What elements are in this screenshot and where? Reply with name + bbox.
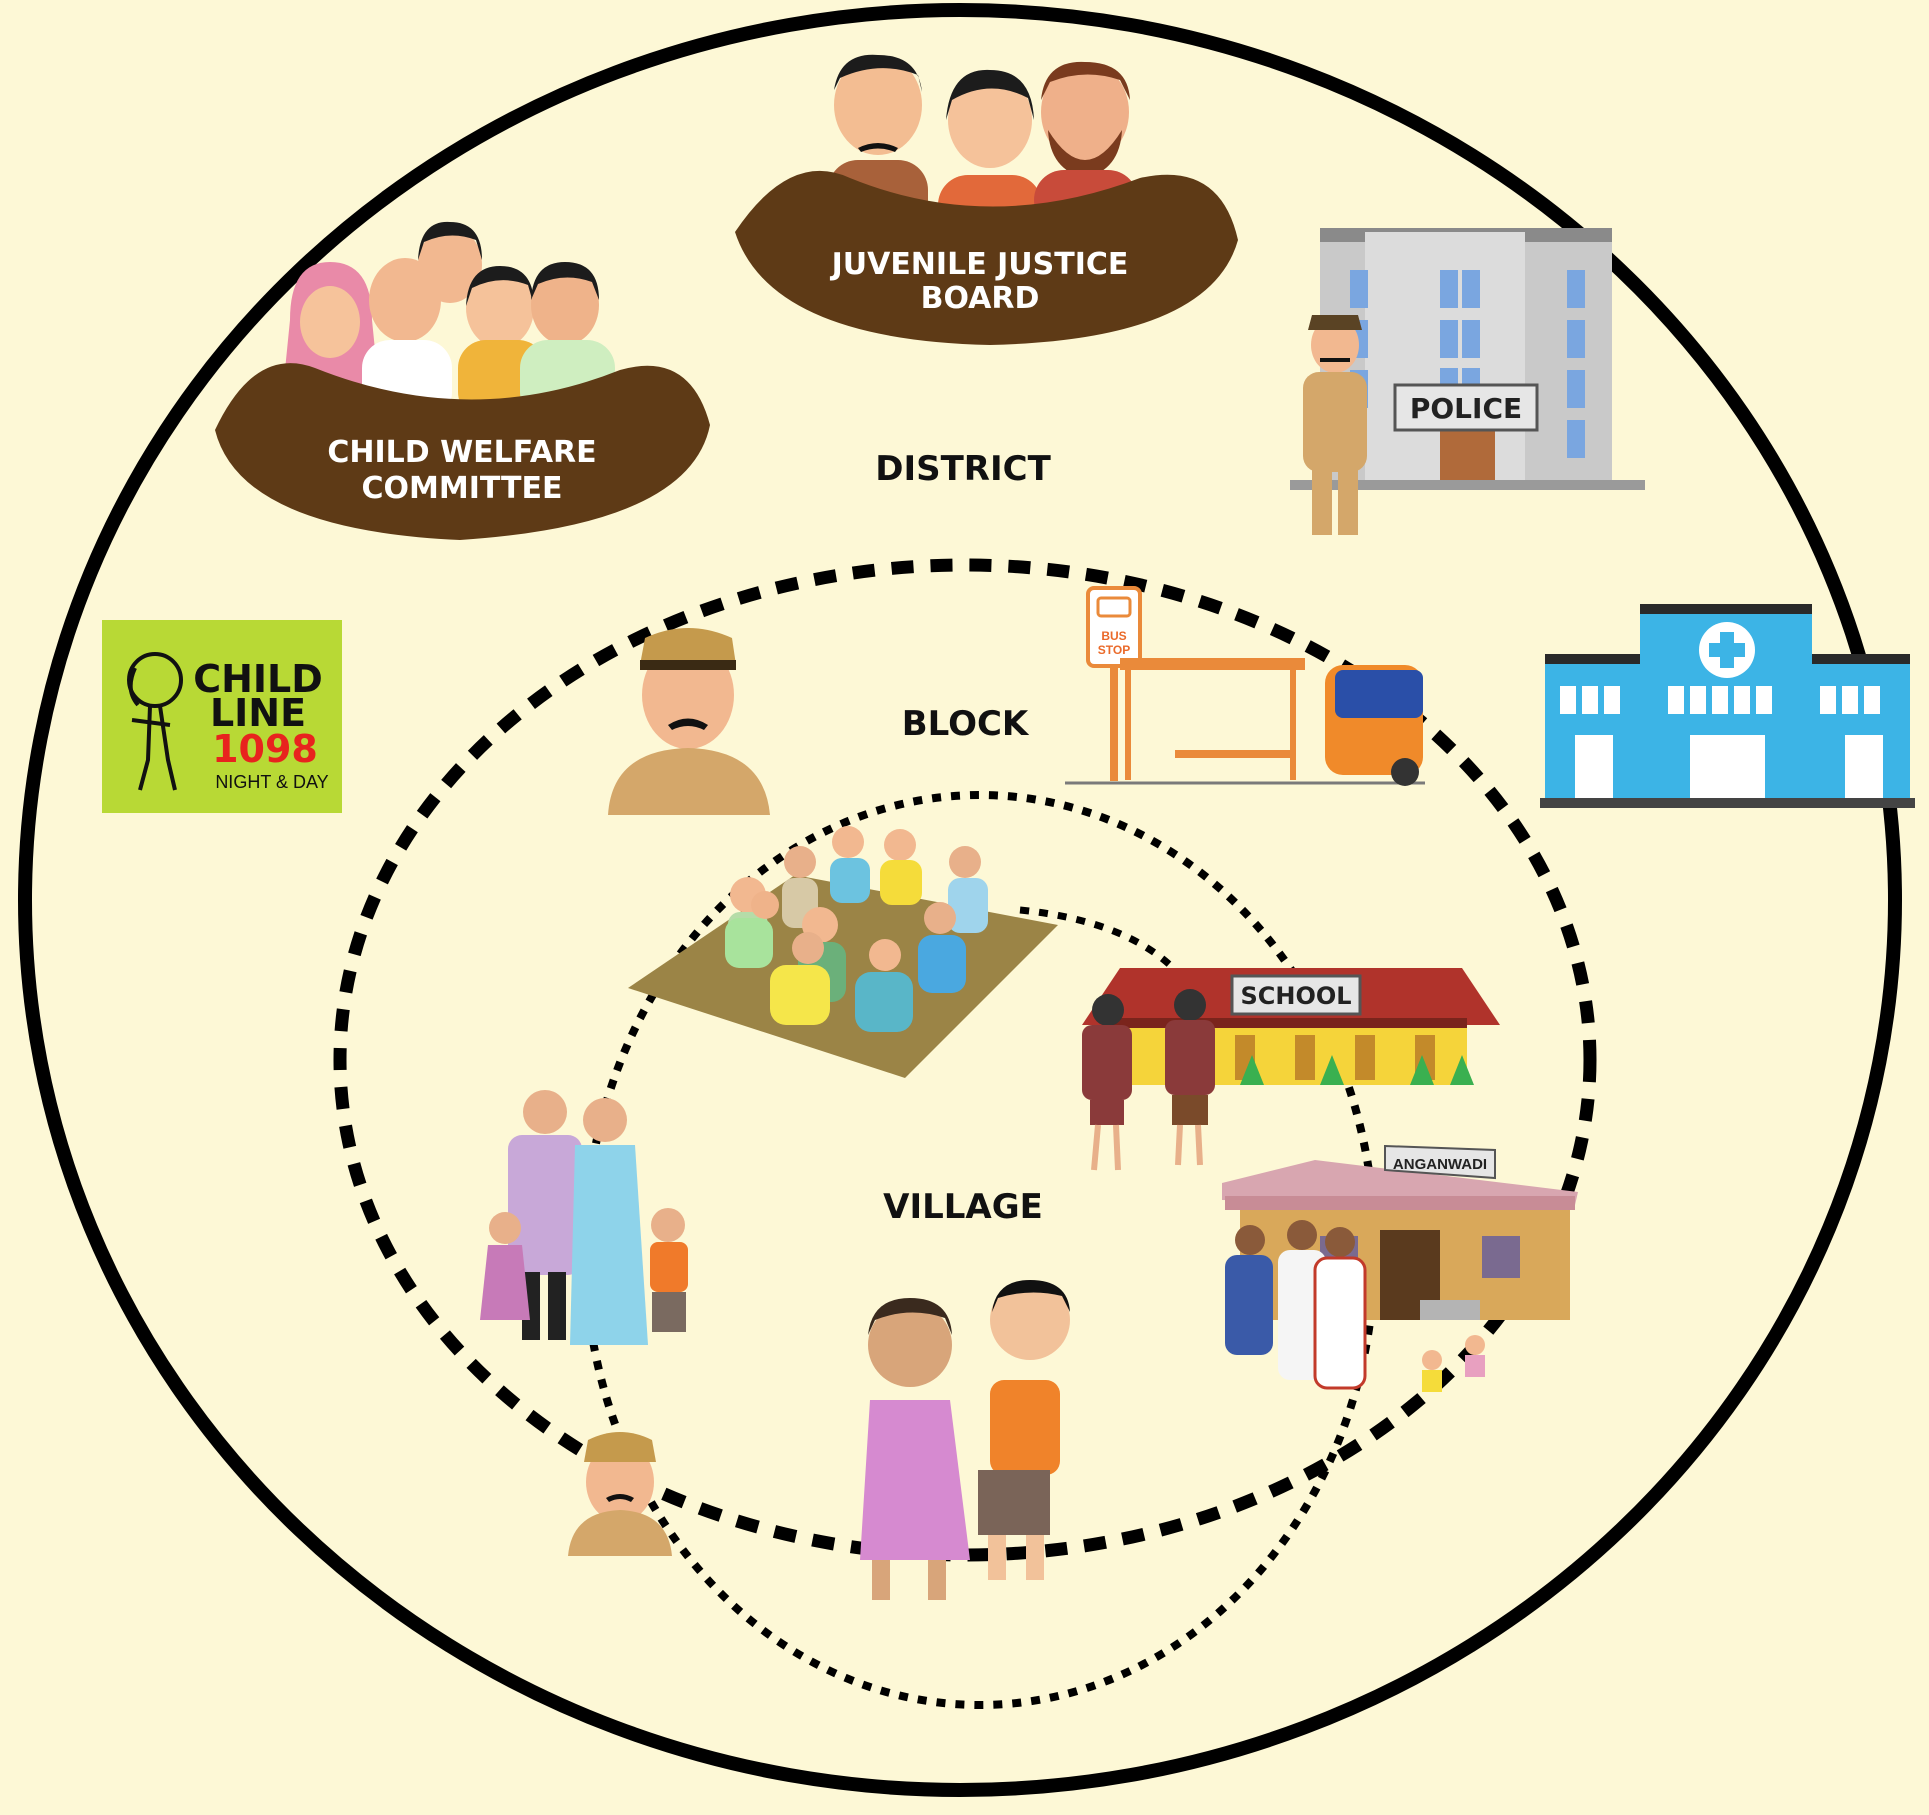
block-circle — [333, 558, 1597, 1562]
bus-stop-sign-line1: BUS — [1101, 629, 1126, 643]
village-police-officer — [568, 1432, 672, 1556]
childline-tagline: NIGHT & DAY — [215, 772, 328, 792]
village-connector-meeting-school — [1019, 906, 1173, 968]
block-police-officer — [608, 628, 770, 815]
anganwadi-sign-label: ANGANWADI — [1393, 1156, 1487, 1173]
village-meeting-group — [628, 826, 1058, 1078]
anganwadi-workers — [1225, 1220, 1485, 1392]
cwc-label-line2: COMMITTEE — [362, 471, 563, 506]
child-welfare-committee-group: CHILD WELFARE COMMITTEE — [215, 221, 710, 540]
meeting-people-illustration — [725, 826, 988, 1032]
village-label: VILLAGE — [883, 1187, 1043, 1227]
childline-number: 1098 — [212, 727, 318, 771]
bus-stop-sign-line2: STOP — [1098, 643, 1130, 657]
school-children — [1082, 989, 1215, 1171]
block-label: BLOCK — [902, 704, 1030, 744]
bus — [1325, 665, 1423, 786]
bus-icon — [1096, 596, 1132, 618]
police-sign-label: POLICE — [1410, 392, 1522, 425]
district-label: DISTRICT — [875, 449, 1051, 489]
jjb-brown-panel — [735, 170, 1238, 345]
school-building: SCHOOL — [1082, 968, 1500, 1085]
jjb-label-line2: BOARD — [921, 281, 1040, 316]
school-sign — [1230, 974, 1362, 1016]
anganwadi-sign — [1384, 1144, 1496, 1180]
hospital-building — [1540, 604, 1915, 808]
cwc-brown-panel — [215, 363, 710, 540]
childline-word-1: CHILD — [193, 657, 323, 701]
juvenile-justice-board-group: JUVENILE JUSTICE BOARD — [735, 54, 1238, 345]
village-children — [860, 1280, 1070, 1600]
police-sign — [1393, 383, 1539, 432]
police-station-building: POLICE — [1290, 228, 1645, 490]
family-group — [480, 1090, 688, 1345]
school-sign-label: SCHOOL — [1240, 982, 1351, 1010]
bus-stop: BUS STOP — [1065, 586, 1425, 785]
childline-logo: CHILD LINE 1098 NIGHT & DAY — [102, 620, 342, 813]
childline-word-2: LINE — [210, 691, 306, 735]
childline-boy-phone-icon — [127, 652, 183, 791]
police-officer-standing — [1303, 315, 1367, 535]
anganwadi-building: ANGANWADI — [1222, 1144, 1578, 1320]
cwc-label-line1: CHILD WELFARE — [327, 435, 596, 470]
jjb-label-line1: JUVENILE JUSTICE — [830, 247, 1129, 282]
district-circle — [18, 3, 1902, 1797]
